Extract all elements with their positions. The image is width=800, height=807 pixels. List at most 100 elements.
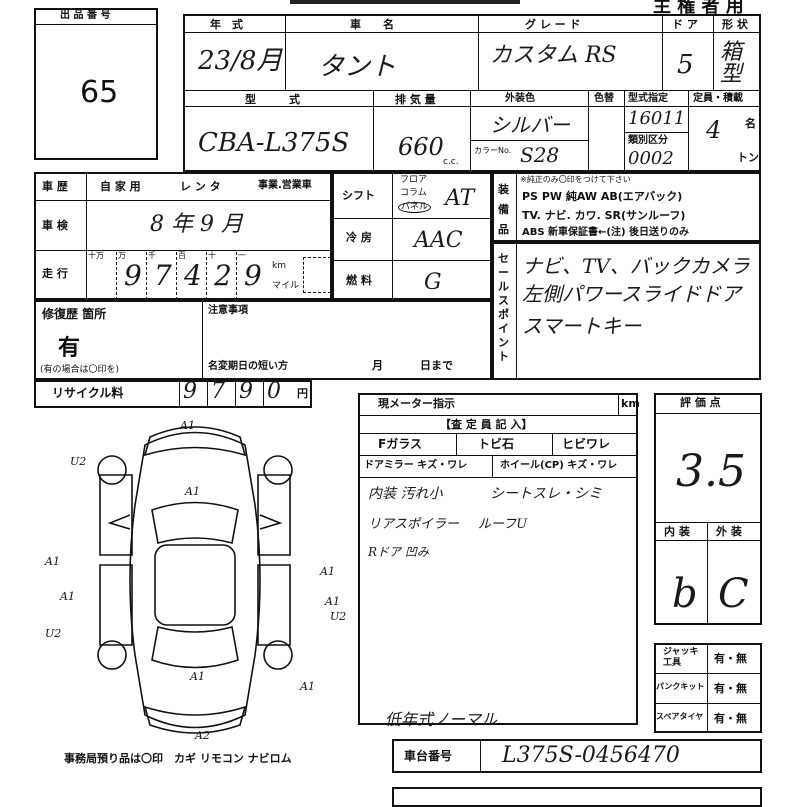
equipment-label: 装備品 <box>498 183 509 236</box>
exterior-value: C <box>718 571 749 617</box>
svg-text:U2: U2 <box>45 627 61 640</box>
recycle-digit-3: 0 <box>267 379 281 404</box>
history-option-business: 事業.営業車 <box>258 180 312 191</box>
color-no-label: カラーNo. <box>474 146 512 155</box>
type-value: CBA-L375S <box>198 128 350 158</box>
equipment-note: ※純正のみ〇印をつけて下さい <box>520 175 631 184</box>
sales-point-3: スマートキー <box>522 314 642 338</box>
repair-block <box>34 300 492 380</box>
ac-value: AAC <box>414 228 463 253</box>
history-option-private: 自 家 用 <box>100 180 141 193</box>
fuel-label: 燃 料 <box>346 274 372 287</box>
mirror-label: ドアミラー キズ・ワレ <box>364 460 468 471</box>
svg-text:A1: A1 <box>319 565 335 578</box>
inspector-note-1a: 内装 汚れ小 <box>368 486 443 502</box>
recycle-digit-1: 7 <box>211 379 225 404</box>
floor-label: フロア <box>400 175 428 185</box>
grade-value: カスタム RS <box>490 43 617 68</box>
svg-text:A1: A1 <box>44 555 60 568</box>
spare-option: 有・無 <box>714 712 747 725</box>
svg-text:A2: A2 <box>194 729 210 742</box>
score-value: 3.5 <box>676 446 746 497</box>
lot-number: 65 <box>80 75 119 110</box>
equipment-line3: ABS 新車保証書←(注) 後日送りのみ <box>522 227 690 238</box>
repair-value: 有 <box>58 336 81 361</box>
mileage-digit-3: 4 <box>184 259 202 292</box>
mile-label: マイル <box>272 281 300 291</box>
month-label: 月 <box>372 359 383 372</box>
name-change-label: 名変期日の短い方 <box>208 361 288 372</box>
inspector-note-2a: リアスポイラー <box>368 517 460 532</box>
shift-value: AT <box>445 186 475 211</box>
repair-label: 修復歴 箇所 <box>42 307 107 321</box>
spare-label: スペアタイヤ <box>656 712 704 721</box>
mileage-digit-2: 7 <box>154 259 172 292</box>
displacement-unit: c.c. <box>443 157 459 167</box>
history-option-rental: レ ン タ <box>180 180 221 193</box>
mileage-unit-0: 十万 <box>88 251 104 260</box>
diagram-footer: 事務局預り品は〇印 カギ リモコン ナビロム <box>64 752 292 765</box>
mileage-unit-3: 百 <box>178 251 186 260</box>
type-label: 型 式 <box>245 93 300 106</box>
model-label: 車 名 <box>350 18 394 31</box>
svg-text:A1: A1 <box>189 670 205 683</box>
meter-unit: km <box>621 397 640 410</box>
capacity-unit: 名 <box>745 117 756 130</box>
panel-label: パネル <box>398 202 432 213</box>
mileage-unit-2: 千 <box>148 251 156 260</box>
wheel-label: ホイール(CP) キズ・ワレ <box>500 460 618 471</box>
meter-label: 現メーター指示 <box>378 397 455 410</box>
fglass-label: Fガラス <box>378 437 422 451</box>
lot-box <box>34 8 158 160</box>
frame-block <box>392 739 762 773</box>
transmission-block <box>332 172 492 300</box>
doors-label: ド ア <box>672 18 698 31</box>
mileage-digit-1: 9 <box>124 259 142 292</box>
lot-label: 出 品 番 号 <box>60 10 111 21</box>
hibi-label: ヒビワレ <box>562 437 611 451</box>
equipment-block <box>492 172 761 242</box>
bottom-block <box>392 787 762 807</box>
designation-label: 型式指定 <box>628 93 668 104</box>
fuel-value: G <box>424 270 442 295</box>
inspector-note-2b: ルーフU <box>478 517 528 532</box>
color-change-label: 色替 <box>594 93 614 104</box>
mileage-unit-5: 一 <box>238 251 246 260</box>
frame-value: L375S-0456470 <box>502 743 680 768</box>
day-label: 日まで <box>420 359 453 372</box>
puncture-label: パンクキット <box>656 682 705 691</box>
displacement-value: 660 <box>398 133 444 161</box>
sales-point-1: ナビ、TV、バックカメラ <box>522 254 750 278</box>
sales-points-label: セールスポイント <box>498 252 509 363</box>
inspector-note-1b: シートスレ・シミ <box>490 486 602 502</box>
exterior-label: 外 装 <box>716 525 742 538</box>
recycle-block <box>34 380 312 408</box>
svg-text:U2: U2 <box>70 455 86 468</box>
year-value: 23/8月 <box>198 46 283 76</box>
car-damage-diagram: A1 A1 U2 A1 A1 A1 A1 U2 A1 A1 A2 U2 <box>44 419 346 742</box>
owner-label: 主 権 者 用 <box>653 0 744 17</box>
inspection-label: 車 検 <box>42 219 68 232</box>
score-label: 評 価 点 <box>680 396 721 409</box>
svg-text:A1: A1 <box>179 419 195 432</box>
color-value: シルバー <box>490 113 570 137</box>
year-label: 年 式 <box>210 18 243 31</box>
displacement-label: 排 気 量 <box>395 93 436 106</box>
mileage-digit-5: 9 <box>244 259 262 292</box>
color-no-value: S28 <box>520 143 560 167</box>
sales-points-block <box>492 242 761 380</box>
recycle-unit: 円 <box>297 387 308 400</box>
crack-label: トビ石 <box>478 437 515 451</box>
capacity-value: 4 <box>706 116 722 144</box>
svg-text:A1: A1 <box>59 590 75 603</box>
score-block <box>654 393 762 625</box>
mileage-unit-4: 十 <box>208 251 216 260</box>
capacity-label: 定員・積載 <box>693 93 743 104</box>
mileage-label: 走 行 <box>42 267 68 280</box>
accessories-block <box>654 643 762 733</box>
shift-label: シフト <box>342 189 375 202</box>
mile-checkbox <box>303 257 331 293</box>
svg-text:A1: A1 <box>184 485 200 498</box>
color-label: 外装色 <box>505 93 535 104</box>
history-block <box>34 172 332 300</box>
